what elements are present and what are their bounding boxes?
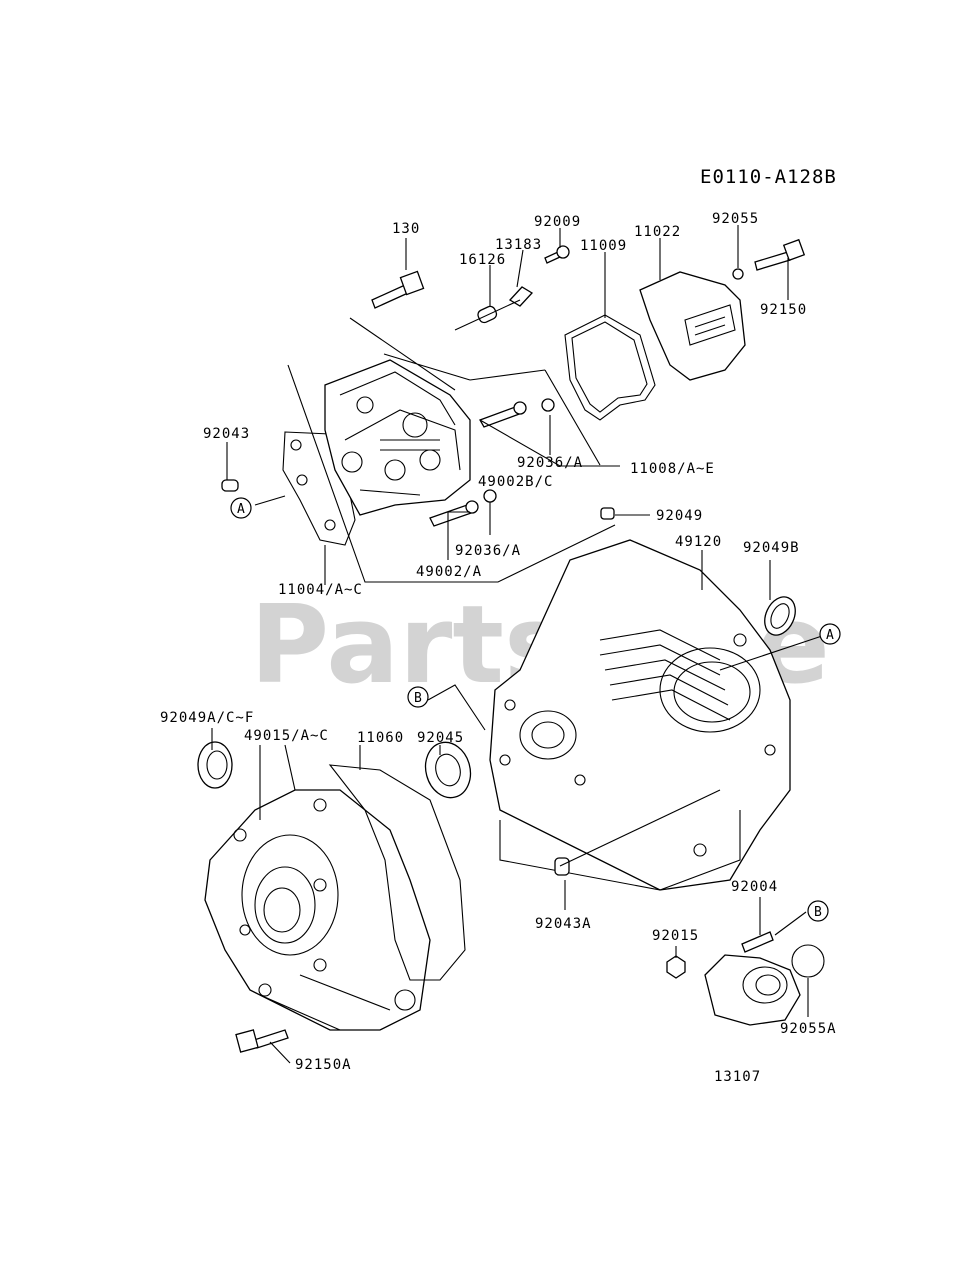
cylinder-head-shape	[324, 359, 471, 516]
label-49002bc[interactable]: 49002B/C	[478, 474, 553, 490]
dowel-92043[interactable]	[221, 479, 239, 492]
label-92055a[interactable]: 92055A	[780, 1021, 837, 1037]
label-11060[interactable]: 11060	[357, 730, 404, 746]
callout-a-left: A	[230, 497, 252, 519]
label-11022[interactable]: 11022	[634, 224, 681, 240]
svg-text:B: B	[414, 691, 422, 706]
leader-lines	[211, 225, 823, 1064]
adapter-shape[interactable]	[704, 954, 801, 1026]
o-ring-92055a[interactable]	[791, 944, 825, 978]
cover-gasket-11009[interactable]	[564, 314, 656, 421]
label-49120[interactable]: 49120	[675, 534, 722, 550]
bearing-92045[interactable]	[420, 737, 477, 802]
crankcase-shape[interactable]	[489, 539, 791, 891]
callout-a-right: A	[819, 623, 841, 645]
label-13183[interactable]: 13183	[495, 237, 542, 253]
keeper-92036-upper[interactable]	[541, 398, 555, 412]
label-92036a-lower[interactable]: 92036/A	[455, 543, 521, 559]
crankcase-cover-shape[interactable]	[204, 789, 431, 1031]
label-92049b[interactable]: 92049B	[743, 540, 800, 556]
oil-seal-92049b[interactable]	[759, 592, 801, 640]
svg-text:A: A	[826, 628, 834, 643]
label-92036a-upper[interactable]: 92036/A	[517, 455, 583, 471]
label-92045[interactable]: 92045	[417, 730, 464, 746]
pin-92049[interactable]	[600, 507, 615, 520]
adapter-assembly	[666, 931, 825, 1026]
bolt-130[interactable]	[371, 270, 425, 309]
bolt-92150a[interactable]	[235, 1029, 289, 1053]
valve-49002bc[interactable]	[479, 401, 527, 428]
diagram-code: E0110-A128B	[700, 166, 837, 188]
part-labels: 130 16126 13183 92009 11009 11022 92055 …	[160, 211, 837, 1073]
svg-text:B: B	[814, 905, 822, 920]
cylinder-block-assembly	[489, 507, 801, 891]
keeper-92036-lower[interactable]	[483, 489, 497, 503]
label-92043[interactable]: 92043	[203, 426, 250, 442]
callout-b-right: B	[807, 900, 829, 922]
gasket-11060[interactable]	[328, 764, 466, 981]
label-92150[interactable]: 92150	[760, 302, 807, 318]
bolt-92150[interactable]	[754, 238, 806, 271]
label-92009[interactable]: 92009	[534, 214, 581, 230]
label-49002a[interactable]: 49002/A	[416, 564, 482, 580]
label-16126[interactable]: 16126	[459, 252, 506, 268]
label-11004[interactable]: 11004/A~C	[278, 582, 363, 598]
label-11008[interactable]: 11008/A~E	[630, 461, 715, 477]
stud-92004[interactable]	[741, 931, 774, 953]
dowel-92043a[interactable]	[554, 857, 570, 876]
crankcase-cover-assembly	[197, 737, 477, 1053]
cylinder-head-assembly	[221, 238, 806, 583]
label-130[interactable]: 130	[392, 221, 420, 237]
seal-13183[interactable]	[508, 286, 534, 307]
nut-92015[interactable]	[666, 955, 686, 979]
washer-92055[interactable]	[732, 268, 744, 280]
label-49015[interactable]: 49015/A~C	[244, 728, 329, 744]
callout-b-left: B	[407, 686, 429, 708]
dowel-16126[interactable]	[476, 305, 498, 324]
figure-number: 13107	[714, 1069, 761, 1085]
label-11009[interactable]: 11009	[580, 238, 627, 254]
label-92004[interactable]: 92004	[731, 879, 778, 895]
svg-text:A: A	[237, 502, 245, 517]
label-92043a[interactable]: 92043A	[535, 916, 592, 932]
oil-seal-92049acf[interactable]	[197, 741, 233, 789]
screw-92009[interactable]	[544, 245, 570, 264]
label-92049[interactable]: 92049	[656, 508, 703, 524]
label-92015[interactable]: 92015	[652, 928, 699, 944]
label-92150a[interactable]: 92150A	[295, 1057, 352, 1073]
label-92055[interactable]: 92055	[712, 211, 759, 227]
valve-49002a[interactable]	[429, 500, 479, 527]
label-92049acf[interactable]: 92049A/C~F	[160, 710, 254, 726]
head-cover-11022[interactable]	[639, 271, 746, 381]
